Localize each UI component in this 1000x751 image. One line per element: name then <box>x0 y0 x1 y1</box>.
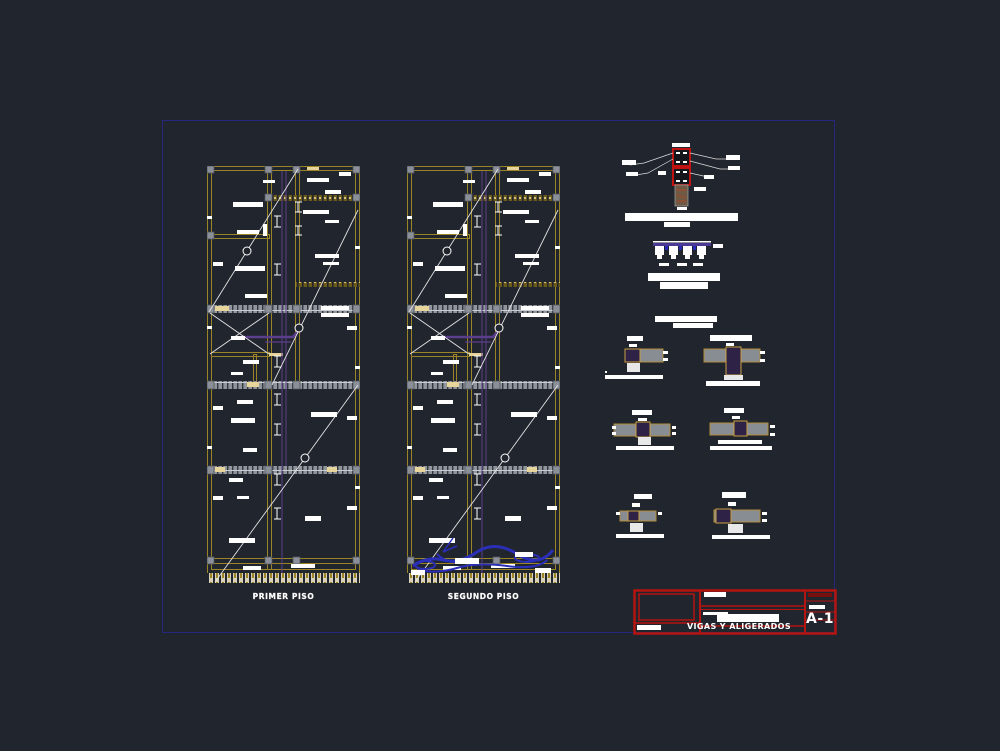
details-group-title <box>655 316 717 328</box>
title-block-fields <box>637 592 825 630</box>
title-block <box>633 589 837 635</box>
detail-title-bar <box>625 213 738 227</box>
ground-bar <box>616 446 674 450</box>
sheet-number: A-1 <box>806 611 834 627</box>
plan-label-primer-piso: PRIMER PISO <box>252 592 315 601</box>
slab-rebar-dots <box>665 246 696 250</box>
plan-label-segundo-piso: SEGUNDO PISO <box>447 592 520 601</box>
column-core <box>627 510 640 522</box>
slab-dim-marks <box>659 244 723 266</box>
detail-title-bar <box>648 273 720 289</box>
column-red-sections <box>672 148 691 186</box>
column-core <box>624 348 641 363</box>
detail-joint-4 <box>709 408 775 450</box>
ground-bar <box>712 535 770 539</box>
title-block-grid <box>633 589 837 635</box>
detail-joint-1 <box>605 336 668 379</box>
detail-joint-2 <box>703 335 765 386</box>
pedestal <box>728 524 743 533</box>
pedestal <box>627 363 640 372</box>
column-core <box>715 508 732 524</box>
revision-labels <box>411 552 551 575</box>
detail-joint-6 <box>712 492 770 539</box>
pedestal <box>630 523 643 532</box>
leader-labels <box>622 143 740 210</box>
plan-segundo-piso <box>407 166 560 583</box>
plan-primer-piso <box>207 166 360 583</box>
ground-bar <box>706 381 760 386</box>
column-shaft <box>674 184 689 207</box>
slab-blocks <box>655 246 706 259</box>
detail-column-elevation <box>622 143 740 227</box>
rebar-squiggle <box>676 189 687 202</box>
pedestal <box>724 375 743 380</box>
detail-joint-5 <box>616 494 664 538</box>
column-ticks <box>676 152 687 182</box>
slab-top-chord <box>653 243 711 246</box>
column-core <box>725 346 742 376</box>
title-block-red-field <box>808 593 832 597</box>
ground-bars <box>710 440 772 450</box>
detail-slab-section <box>648 241 723 289</box>
detail-joint-3 <box>612 410 676 450</box>
ground-bar <box>616 534 664 538</box>
column-core <box>635 421 651 438</box>
column-core <box>733 420 748 437</box>
pedestal <box>638 437 651 445</box>
sheet-border <box>162 120 835 633</box>
sheet-title: VIGAS Y ALIGERADOS <box>686 622 792 631</box>
ground-bar <box>605 375 663 379</box>
